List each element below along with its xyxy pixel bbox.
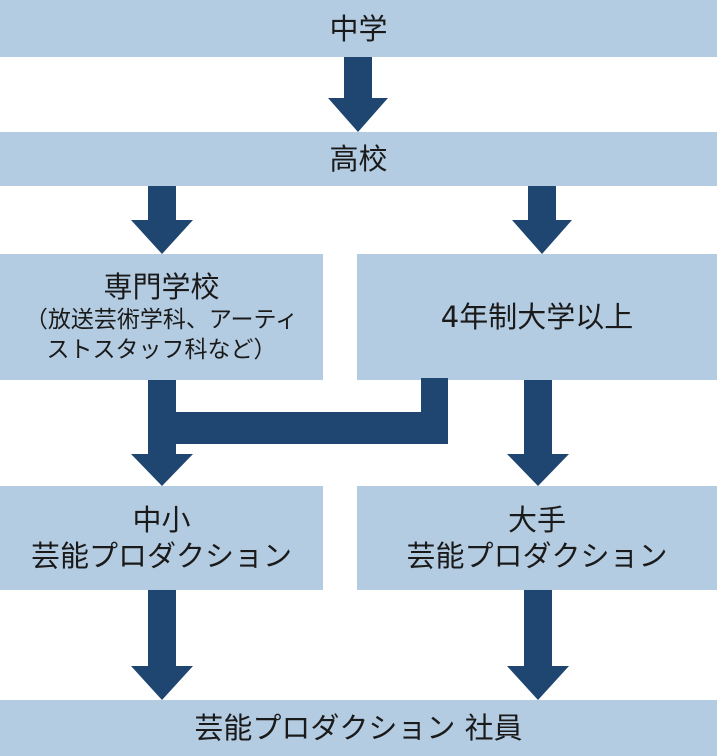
node-agency-employee-label: 芸能プロダクション 社員 <box>194 711 523 745</box>
node-small-agency-line-1: 中小 <box>132 503 191 537</box>
node-high-school: 高校 <box>0 132 717 186</box>
node-major-agency: 大手 芸能プロダクション <box>357 486 717 590</box>
node-high-school-label: 高校 <box>329 142 388 176</box>
arrow-high-school-to-vocational-school <box>131 186 193 254</box>
node-junior-high: 中学 <box>0 0 717 57</box>
node-university: 4年制大学以上 <box>357 254 717 380</box>
node-vocational-school-detail-2: ストスタッフ科など） <box>46 337 277 363</box>
node-small-agency: 中小 芸能プロダクション <box>0 486 323 590</box>
arrow-university-to-major-agency <box>507 380 569 486</box>
node-major-agency-line-1: 大手 <box>507 503 566 537</box>
node-major-agency-line-2: 芸能プロダクション <box>406 539 668 573</box>
arrow-small-agency-to-employee <box>131 590 193 700</box>
arrow-high-school-to-university <box>512 186 572 254</box>
connector-university-to-small-agency <box>155 378 448 444</box>
node-junior-high-label: 中学 <box>329 11 388 46</box>
node-university-label: 4年制大学以上 <box>440 300 634 334</box>
arrow-junior-high-to-high-school <box>328 57 388 132</box>
node-vocational-school: 専門学校 （放送芸術学科、アーティ ストスタッフ科など） <box>0 254 323 380</box>
node-vocational-school-title: 専門学校 <box>103 270 220 304</box>
node-vocational-school-detail-1: （放送芸術学科、アーティ <box>24 307 299 333</box>
node-small-agency-line-2: 芸能プロダクション <box>30 539 292 573</box>
node-agency-employee: 芸能プロダクション 社員 <box>0 700 717 756</box>
arrow-major-agency-to-employee <box>507 590 569 700</box>
